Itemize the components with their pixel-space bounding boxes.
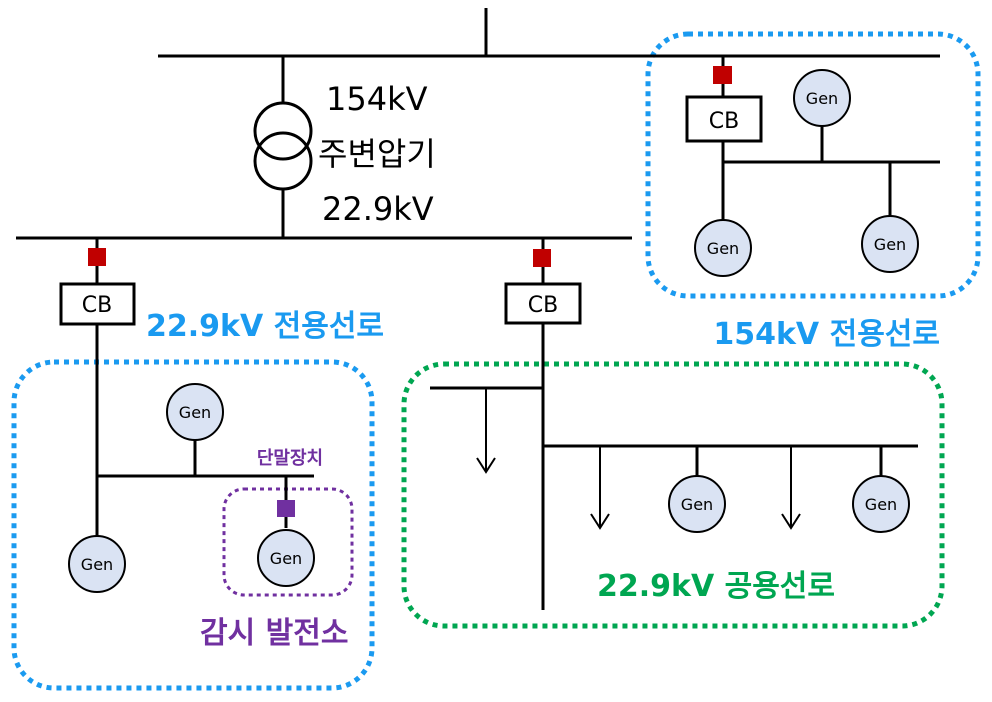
circuit-breaker-229kv-shared	[504, 282, 582, 325]
circuit-breaker-label: CB	[528, 293, 558, 318]
zone-label-154kv-dedicated: 154kV 전용선로	[713, 317, 940, 352]
circuit-breaker-229kv-dedicated	[59, 282, 136, 326]
transformer-name-label: 주변압기	[318, 135, 436, 173]
generator: Gen	[166, 383, 224, 441]
zone-154kv-dedicated	[645, 31, 981, 299]
generator-circle	[257, 529, 315, 587]
transformer-winding-secondary	[253, 131, 313, 191]
load-arrow-icon	[590, 513, 610, 530]
generator-circle	[694, 219, 752, 277]
generator: Gen	[861, 215, 919, 273]
circuit-breaker-label: CB	[82, 293, 112, 318]
generator-circle	[668, 475, 726, 533]
generator-label: Gen	[865, 495, 897, 514]
breaker-marker	[713, 66, 732, 84]
generator: Gen	[852, 475, 910, 533]
generator: Gen	[68, 535, 126, 593]
generator-circle	[852, 475, 910, 533]
terminal-device-label: 단말장치	[257, 448, 323, 469]
generator: Gen	[694, 219, 752, 277]
zone-label-229kv-shared: 22.9kV 공용선로	[597, 569, 835, 604]
generator-label: Gen	[270, 549, 302, 568]
circuit-breaker-label: CB	[709, 109, 739, 134]
zone-label-229kv-dedicated: 22.9kV 전용선로	[146, 309, 384, 344]
terminal-device-marker	[277, 500, 295, 517]
zone-229kv-shared	[401, 361, 945, 629]
circuit-breaker-154kv	[685, 95, 763, 143]
zone-229kv-dedicated	[11, 359, 375, 691]
generator-label: Gen	[806, 89, 838, 108]
monitored-generator: Gen	[257, 529, 315, 587]
generator-circle	[166, 383, 224, 441]
load-arrow-icon	[781, 513, 801, 530]
generator-label: Gen	[81, 555, 113, 574]
breaker-marker	[533, 249, 551, 267]
generator-circle	[793, 69, 851, 127]
generator: Gen	[793, 69, 851, 127]
transformer-hv-label: 154kV	[326, 80, 428, 118]
generator-label: Gen	[179, 403, 211, 422]
generator-label: Gen	[874, 235, 906, 254]
transformer-lv-label: 22.9kV	[322, 190, 434, 228]
generator-circle	[861, 215, 919, 273]
generator: Gen	[668, 475, 726, 533]
generator-label: Gen	[681, 495, 713, 514]
transformer-winding-primary	[253, 101, 313, 161]
monitored-plant-label: 감시 발전소	[200, 616, 348, 651]
generator-circle	[68, 535, 126, 593]
load-arrow-icon	[476, 457, 496, 474]
breaker-marker	[88, 248, 106, 266]
zone-monitored-plant	[222, 487, 354, 597]
generator-label: Gen	[707, 239, 739, 258]
